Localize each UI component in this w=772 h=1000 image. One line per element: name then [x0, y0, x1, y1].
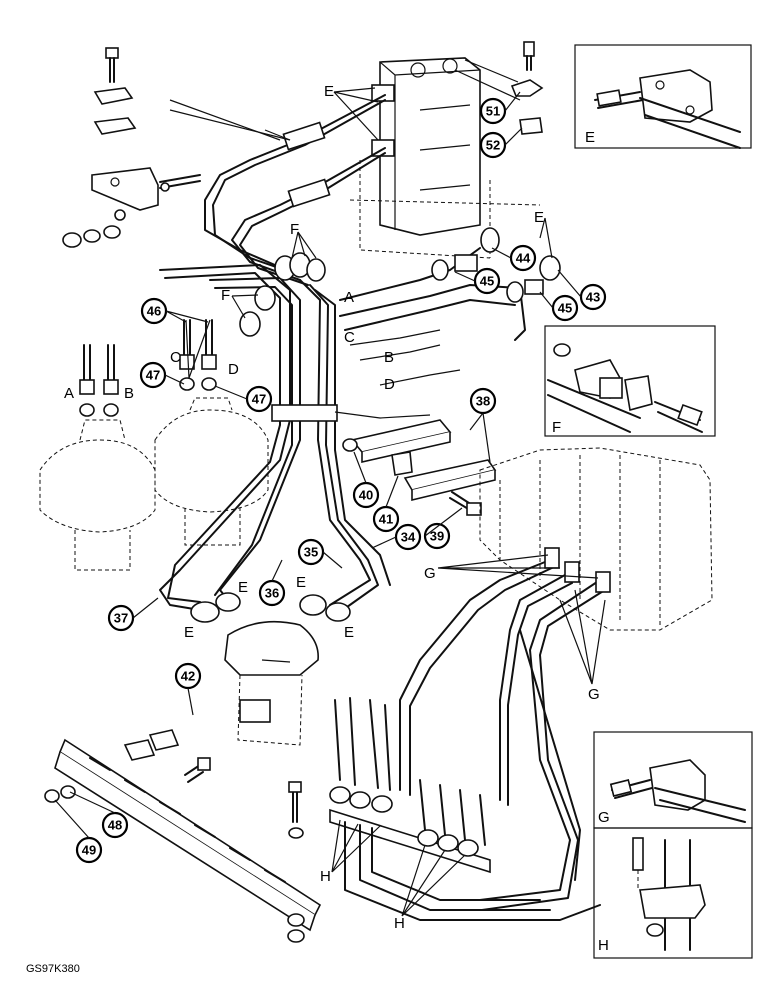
callout-41-text: 41	[379, 512, 393, 527]
flanges-lower-e	[190, 592, 351, 623]
callout-38-text: 38	[476, 394, 490, 409]
callout-38: 38	[469, 387, 497, 415]
clamp-assembly-top	[62, 47, 201, 248]
label-b-right: B	[384, 349, 394, 366]
fittings-51-52	[454, 41, 544, 135]
callout-51: 51	[479, 97, 507, 125]
label-c-left: C	[170, 349, 181, 366]
inset-f-frame: F	[544, 325, 716, 437]
callout-45b-text: 45	[558, 301, 572, 316]
inset-e-frame: E	[574, 44, 752, 149]
mounting-bracket-strip	[44, 729, 322, 943]
callout-36: 36	[258, 579, 286, 607]
callout-45-lower: 45	[551, 294, 579, 322]
label-d-right: D	[384, 376, 395, 393]
swivel-joint	[224, 620, 319, 746]
callout-46: 46	[140, 297, 168, 325]
label-h-left: H	[320, 868, 331, 885]
inset-g-frame: G	[593, 731, 753, 829]
callout-43: 43	[579, 283, 607, 311]
hydraulic-motors-dotted	[39, 397, 269, 571]
upper-pipe-bundle	[169, 94, 386, 286]
callout-35: 35	[297, 538, 325, 566]
leader-lines	[185, 87, 606, 917]
label-e-lower-3: E	[296, 574, 306, 591]
label-f-upper: F	[290, 221, 299, 238]
callout-51-text: 51	[486, 104, 500, 119]
label-a-right: A	[344, 289, 354, 306]
callout-34-text: 34	[401, 530, 416, 545]
callout-48: 48	[101, 811, 129, 839]
inset-h-label: H	[598, 937, 609, 954]
callout-47-right: 47	[245, 385, 273, 413]
callout-39-text: 39	[430, 529, 444, 544]
lower-hoses-h	[329, 697, 601, 921]
label-g-left: G	[424, 565, 436, 582]
label-f-lower: F	[221, 287, 230, 304]
inset-h-frame: H	[593, 827, 753, 959]
inset-g-label: G	[598, 809, 610, 826]
label-h-lower: H	[394, 915, 405, 932]
callout-37: 37	[107, 604, 135, 632]
callout-36-text: 36	[265, 586, 279, 601]
letter-labels: E E F F A C B D A B C D E E E E G G H H	[64, 83, 600, 932]
callout-41: 41	[372, 505, 400, 533]
label-e-lower-1: E	[238, 579, 248, 596]
label-e-top: E	[324, 83, 334, 100]
callout-40: 40	[352, 481, 380, 509]
callout-44-text: 44	[516, 251, 531, 266]
hoses-to-valve-e	[339, 227, 561, 386]
clip-fittings-f	[239, 252, 326, 337]
hose-adapters-abcd	[79, 319, 217, 417]
callout-47-left: 47	[139, 361, 167, 389]
label-e-lower-2: E	[184, 624, 194, 641]
inset-f-label: F	[552, 419, 561, 436]
clamp-blocks-38	[342, 419, 497, 516]
label-d-left: D	[228, 361, 239, 378]
label-g-right: G	[588, 686, 600, 703]
callout-35-text: 35	[304, 545, 318, 560]
callout-48-text: 48	[108, 818, 122, 833]
label-e-right: E	[534, 209, 544, 226]
callout-47a-text: 47	[146, 368, 160, 383]
callout-42: 42	[174, 662, 202, 690]
callout-44: 44	[509, 244, 537, 272]
label-b-left: B	[124, 385, 134, 402]
callout-34: 34	[394, 523, 422, 551]
label-e-lower-4: E	[344, 624, 354, 641]
callout-43-text: 43	[586, 290, 600, 305]
callout-52-text: 52	[486, 138, 500, 153]
inset-e-label: E	[585, 129, 595, 146]
callout-49-text: 49	[82, 843, 96, 858]
label-c-right: C	[344, 329, 355, 346]
callout-46-text: 46	[147, 304, 161, 319]
callout-leaders	[54, 91, 582, 839]
label-a-left: A	[64, 385, 74, 402]
callout-47b-text: 47	[252, 392, 266, 407]
callout-49: 49	[75, 836, 103, 864]
valve-bank-dotted	[479, 447, 713, 631]
callout-45a-text: 45	[480, 274, 494, 289]
lower-pipe-loops-g	[399, 547, 611, 911]
callout-52: 52	[479, 131, 507, 159]
callout-37-text: 37	[114, 611, 128, 626]
callout-42-text: 42	[181, 669, 195, 684]
figure-code: GS97K380	[26, 963, 80, 975]
callout-45-upper: 45	[473, 267, 501, 295]
callout-40-text: 40	[359, 488, 373, 503]
